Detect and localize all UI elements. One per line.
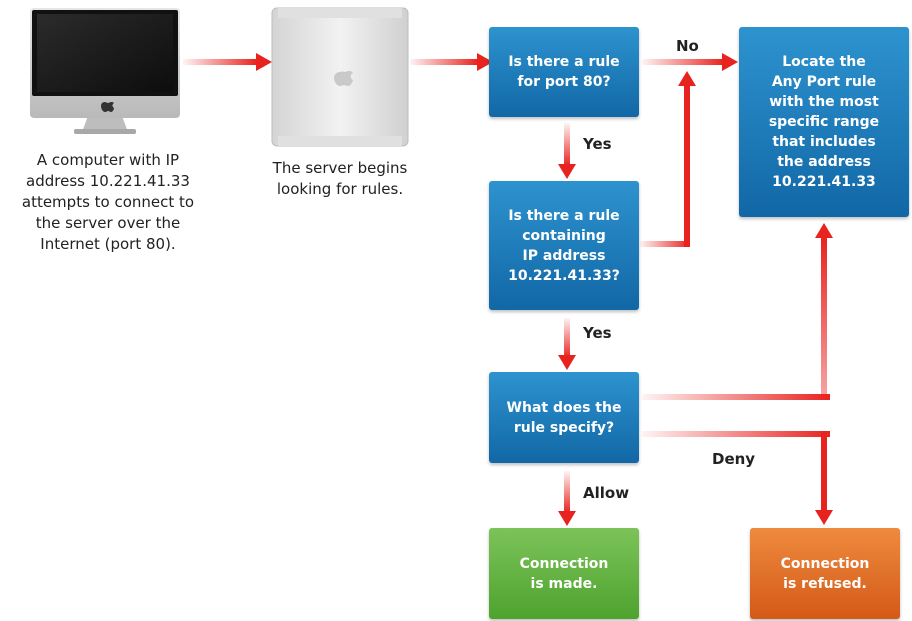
server-illustration: [270, 6, 410, 149]
server-icon: [271, 7, 409, 147]
label-no: No: [676, 37, 699, 55]
imac-icon: [30, 8, 180, 134]
arrow-rule-ip-to-no-line: [640, 71, 696, 247]
computer-illustration: [30, 8, 180, 135]
arrow-yes-to-specify: [558, 318, 576, 370]
arrow-allow-to-made: [558, 471, 576, 526]
server-caption: The server begins looking for rules.: [272, 159, 408, 198]
decision-rule-for-port-80: Is there a rule for port 80?: [489, 27, 639, 117]
label-deny: Deny: [712, 450, 756, 468]
locate-any-port-rule: Locate the Any Port rule with the most s…: [739, 27, 909, 217]
arrow-deny-to-refused: [642, 431, 833, 525]
arrow-computer-to-server: [183, 53, 272, 71]
arrow-yes-to-rule-ip: [558, 123, 576, 179]
decision-rule-specify: What does the rule specify?: [489, 372, 639, 463]
connection-refused: Connection is refused.: [750, 528, 900, 619]
label-yes-2: Yes: [583, 324, 612, 342]
computer-caption: A computer with IP address 10.221.41.33 …: [21, 151, 195, 253]
label-yes-1: Yes: [583, 135, 612, 153]
label-allow: Allow: [583, 484, 630, 502]
arrow-specify-to-any-port: [642, 223, 833, 400]
connection-made: Connection is made.: [489, 528, 639, 619]
arrow-server-to-rule-port: [410, 53, 493, 71]
arrow-no-to-any-port: [642, 53, 738, 71]
decision-rule-containing-ip: Is there a rule containing IP address 10…: [489, 181, 639, 310]
